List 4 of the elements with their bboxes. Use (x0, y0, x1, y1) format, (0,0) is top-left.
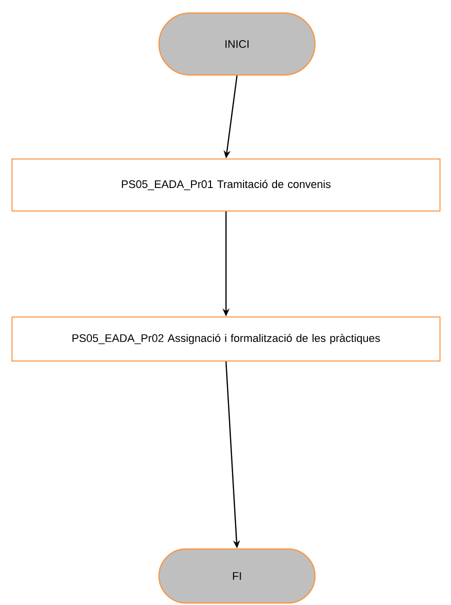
terminal-pill: FI (158, 548, 316, 604)
terminal-pill: INICI (158, 12, 316, 76)
process-box: PS05_EADA_Pr01 Tramitació de convenis (12, 158, 440, 212)
process-box: PS05_EADA_Pr02 Assignació i formalització de les pràctiques (12, 316, 440, 362)
